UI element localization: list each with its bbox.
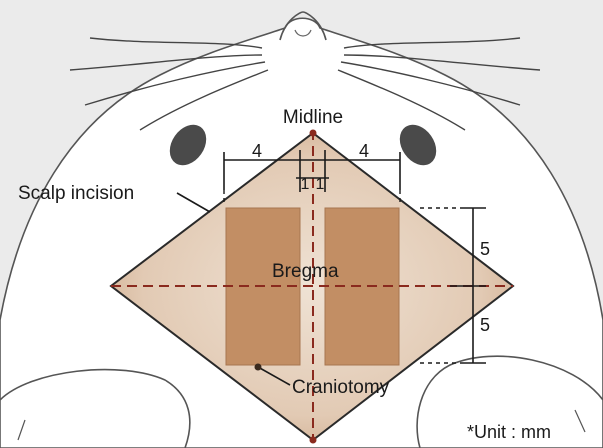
dimension-gap-right: 1 [316,176,325,193]
midline-bottom-dot [310,437,317,444]
dimension-right-width: 4 [359,141,369,161]
dimension-upper-height: 5 [480,239,490,259]
midline-top-dot [310,130,317,137]
dimension-gap-left: 1 [301,176,310,193]
dimension-lower-height: 5 [480,315,490,335]
craniotomy-label: Craniotomy [292,377,390,398]
bregma-label: Bregma [272,261,339,282]
unit-label: *Unit : mm [467,422,551,442]
craniotomy-leader-dot [255,364,262,371]
scalp-incision-label: Scalp incision [18,183,134,204]
dimension-left-width: 4 [252,141,262,161]
midline-label: Midline [283,107,343,128]
